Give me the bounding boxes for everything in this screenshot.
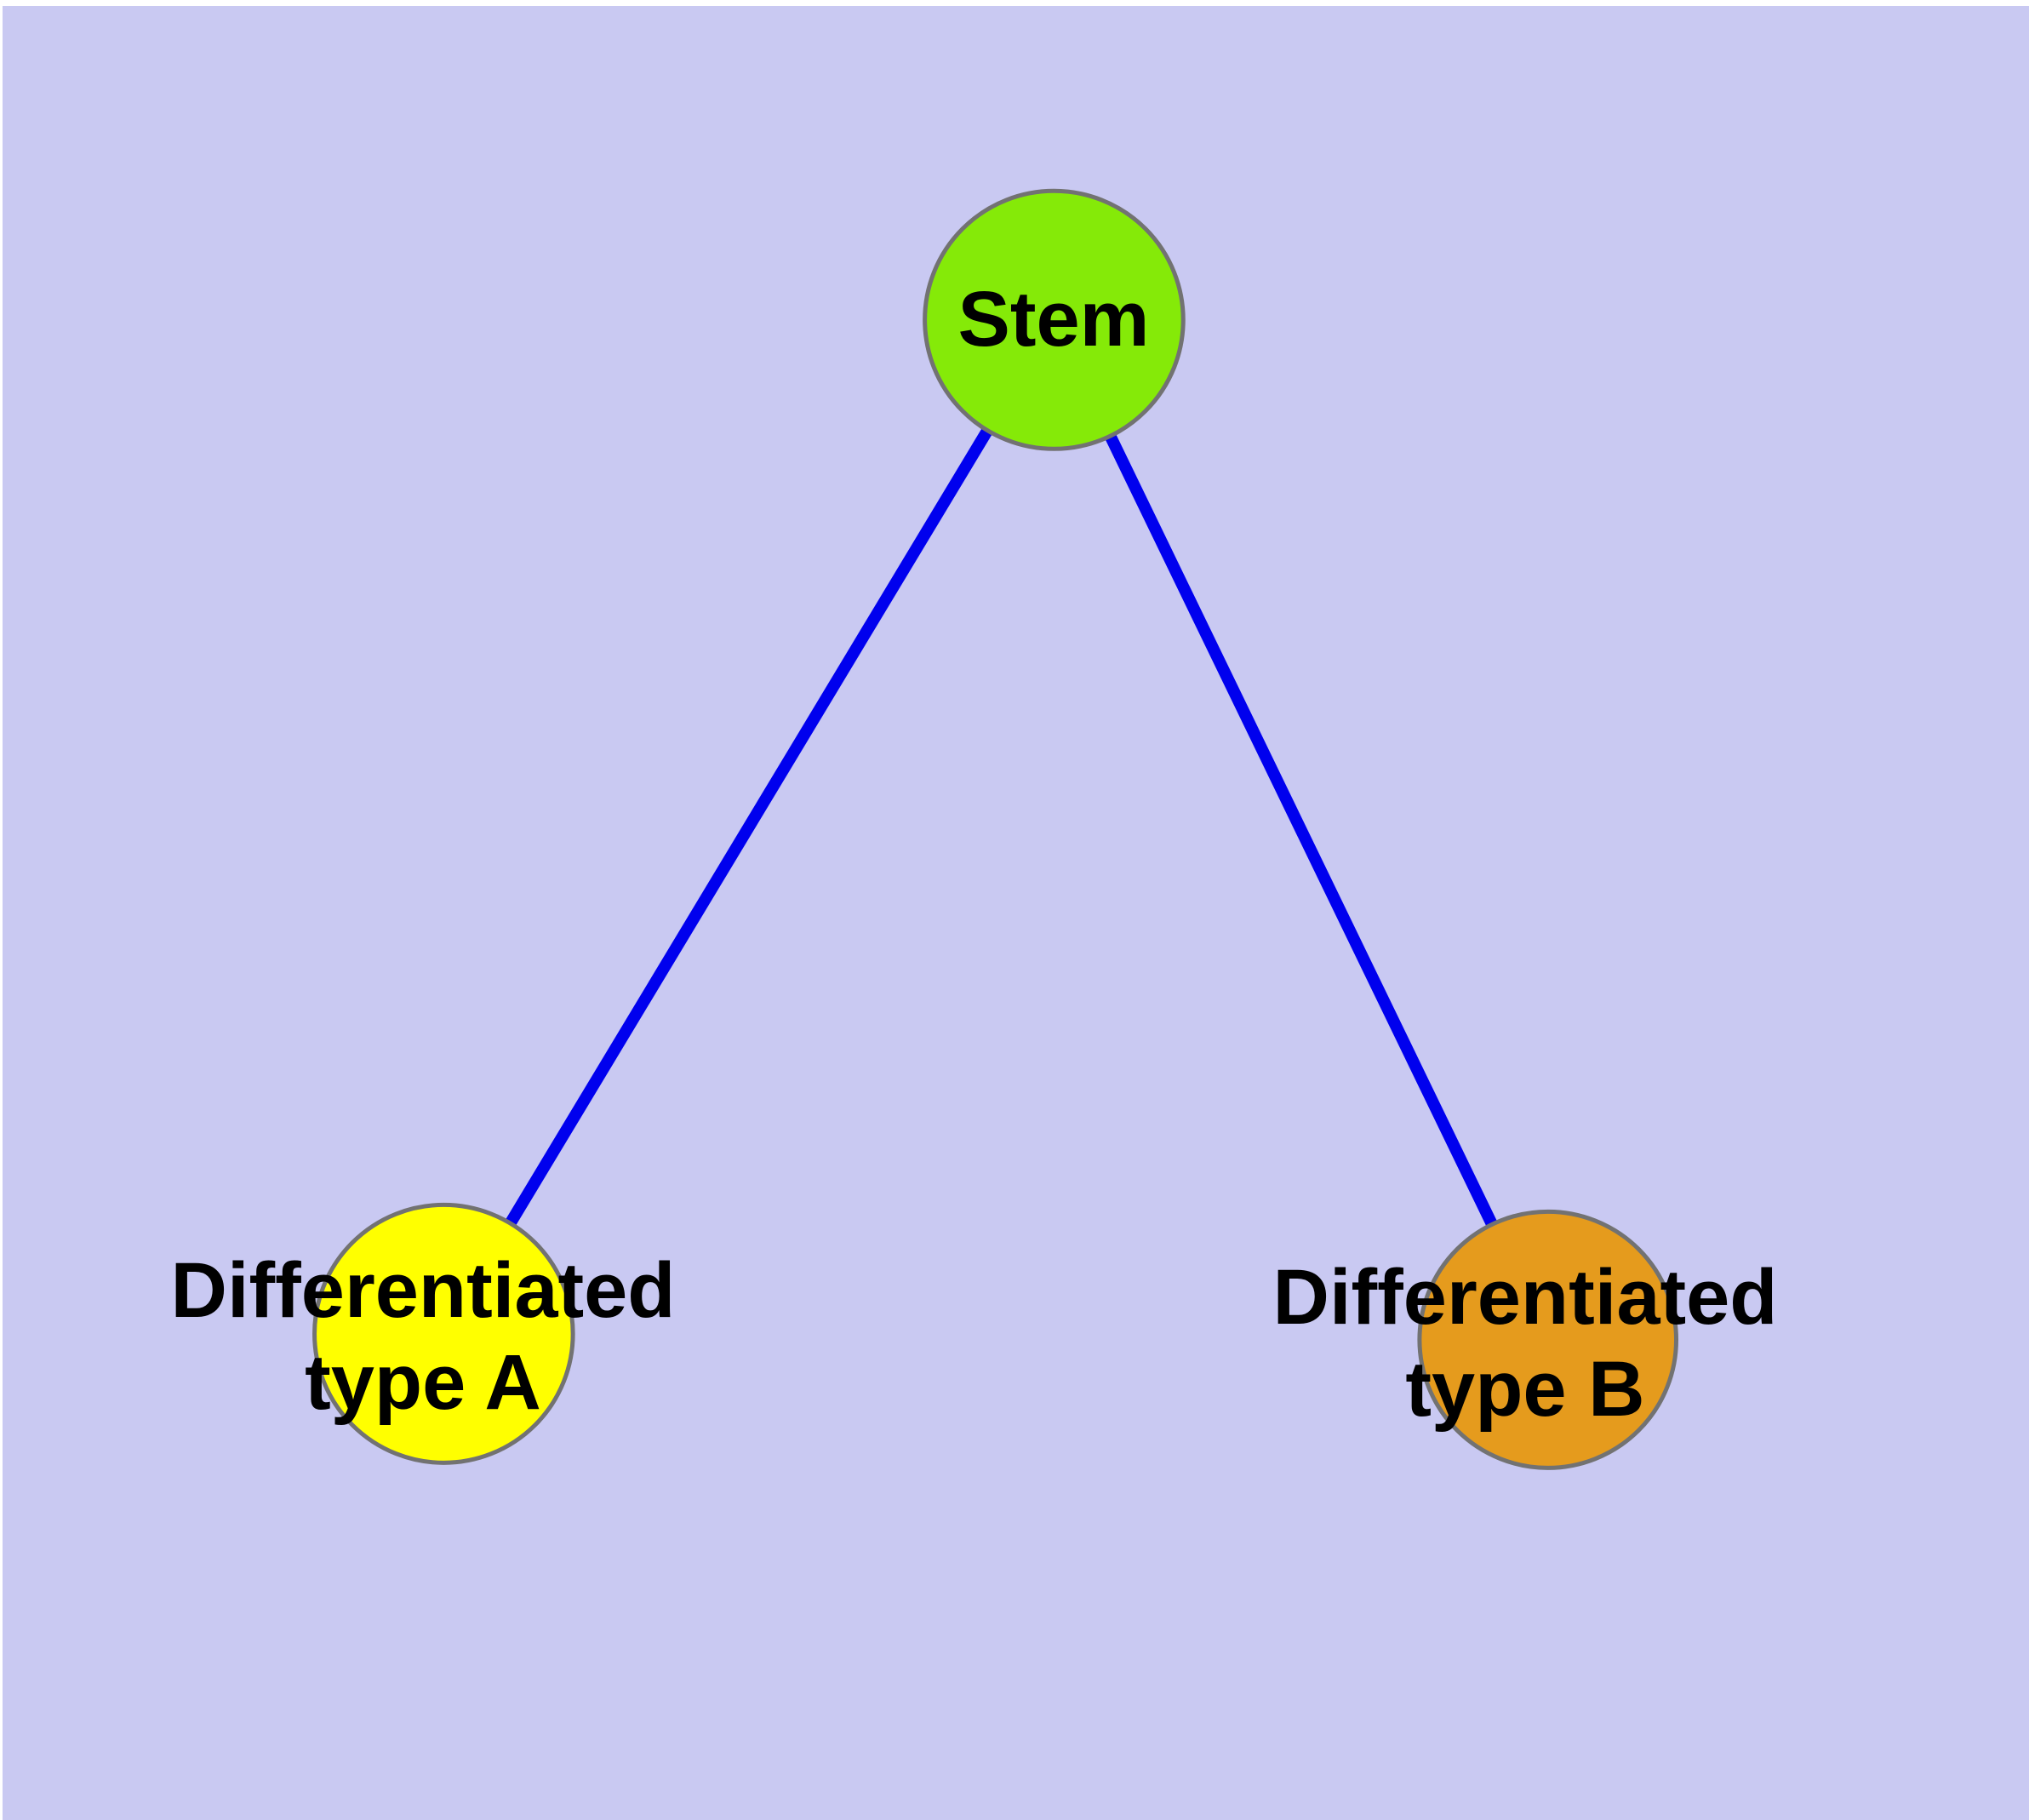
edge-stem-to-type-b: [1049, 317, 1554, 1342]
edge-stem-to-type-a: [438, 317, 1060, 1337]
graph-svg: [3, 6, 2029, 1820]
diagram-canvas: Stem Differentiated type A Differentiate…: [3, 6, 2029, 1820]
node-circle-type-b: [1417, 1209, 1679, 1470]
node-circle-type-a: [312, 1202, 575, 1465]
node-group: [312, 188, 1679, 1470]
edge-group: [438, 317, 1554, 1342]
node-circle-stem: [923, 188, 1186, 451]
